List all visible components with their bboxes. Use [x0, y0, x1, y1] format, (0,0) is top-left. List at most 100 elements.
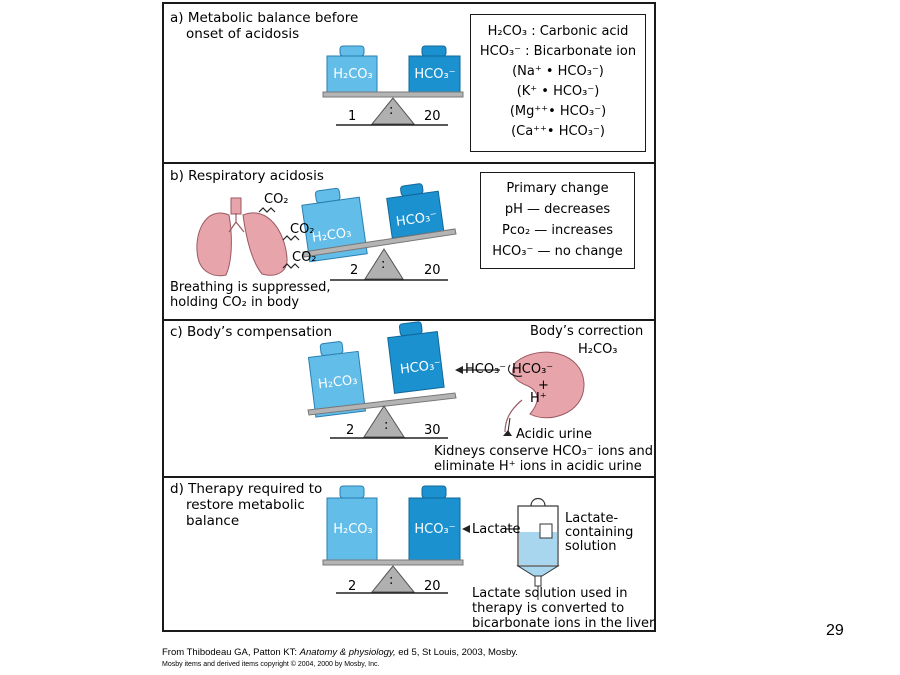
panel-a-right-weight-label: HCO₃⁻: [414, 67, 456, 82]
panel-a-fulcrum: [370, 97, 416, 125]
panel-d-title: d) Therapy required to restore metabolic…: [170, 481, 322, 529]
body-correction-h2co3: H₂CO₃: [578, 342, 618, 357]
iv-bag-label-line3: solution: [565, 539, 617, 554]
panel-b-caption: Breathing is suppressed, holding CO₂ in …: [170, 280, 331, 310]
panel-a-left-number: 1: [348, 109, 357, 124]
panel-d-caption-line3: bicarbonate ions in the liver: [472, 616, 655, 631]
acidic-urine-arrow: [503, 430, 512, 436]
panel-a-scale: [322, 45, 464, 126]
panel-b-title: b) Respiratory acidosis: [170, 168, 324, 184]
panel-d-fulcrum: [370, 565, 416, 593]
co2-squiggle-3: [282, 263, 300, 269]
divider-c-d: [164, 476, 654, 478]
panel-d-arrow-label: Lactate: [472, 522, 521, 537]
panel-d-arrow-head: [462, 525, 470, 533]
panel-c-arrow-label: HCO₃⁻: [465, 362, 507, 377]
panel-c-caption-line1: Kidneys conserve HCO₃⁻ ions and: [434, 444, 653, 459]
panel-d-caption-line1: Lactate solution used in: [472, 586, 628, 601]
co2-label-1: CO₂: [264, 192, 289, 207]
divider-b-c: [164, 319, 654, 321]
co2-squiggle-2: [282, 235, 300, 241]
ph-change: pH — decreases: [504, 202, 611, 217]
pco2-change: Pco₂ — increases: [502, 223, 613, 238]
panel-a-right-number: 20: [424, 109, 441, 124]
panel-b-scale: [196, 183, 457, 281]
panel-c-title: c) Body’s compensation: [170, 324, 333, 340]
hco3-change: HCO₃⁻ — no change: [492, 244, 623, 259]
panel-b-change-box: Primary change pH — decreases Pco₂ — inc…: [480, 172, 635, 269]
iv-bag-illustration: [516, 497, 560, 600]
panel-c-right-number: 30: [424, 423, 441, 438]
panel-a-title-line2: onset of acidosis: [186, 26, 300, 42]
legend-carbonic-acid: H₂CO₃ : Carbonic acid: [487, 24, 629, 39]
legend-potassium-bicarbonate: (K⁺ • HCO₃⁻): [516, 84, 600, 99]
acidic-urine-label: Acidic urine: [516, 427, 593, 442]
kidney-h-label: H⁺: [530, 391, 547, 406]
panel-d-right-weight: [408, 485, 461, 561]
panel-a-legend-box: H₂CO₃ : Carbonic acid HCO₃⁻ : Bicarbonat…: [470, 14, 646, 152]
panel-d-title-line3: balance: [186, 513, 240, 529]
panel-b-left-number: 2: [350, 263, 359, 278]
primary-change-heading: Primary change: [506, 181, 609, 196]
panel-c-left-weight: [307, 341, 366, 418]
panel-c-ratio-colon: :: [384, 418, 389, 433]
panel-b-caption-line2: holding CO₂ in body: [170, 295, 300, 310]
panel-b-beam: [302, 228, 457, 258]
panel-b-caption-line1: Breathing is suppressed,: [170, 280, 331, 295]
panel-d-caption: Lactate solution used in therapy is conv…: [472, 586, 654, 631]
panel-b-right-weight: [386, 183, 445, 239]
panel-d-left-weight-label: H₂CO₃: [333, 522, 373, 537]
panel-a-left-weight: [326, 45, 378, 93]
co2-label-3: CO₂: [292, 250, 317, 265]
citation-book-title: Anatomy & physiology,: [299, 647, 396, 658]
panel-d-title-line2: restore metabolic: [186, 497, 305, 513]
panel-d-title-line1: d) Therapy required to: [170, 481, 323, 497]
kidney-plus-label: +: [538, 378, 549, 393]
legend-calcium-bicarbonate: (Ca⁺⁺• HCO₃⁻): [511, 124, 605, 139]
panel-d-scale: [322, 485, 560, 600]
panel-a-title-line1: a) Metabolic balance before: [170, 10, 359, 26]
panel-a-right-weight: [408, 45, 461, 93]
co2-squiggle-1: [258, 207, 276, 213]
page-number: 29: [826, 622, 844, 639]
panel-a-beam: [322, 91, 464, 98]
citation-suffix: ed 5, St Louis, 2003, Mosby.: [395, 647, 518, 658]
panel-d-ratio-colon: :: [389, 573, 394, 588]
iv-bag-label-line2: containing: [565, 525, 634, 540]
legend-bicarbonate-ion: HCO₃⁻ : Bicarbonate ion: [479, 44, 637, 59]
legend-sodium-bicarbonate: (Na⁺ • HCO₃⁻): [512, 64, 604, 79]
panel-d-beam: [322, 559, 464, 566]
copyright-notice: Mosby items and derived items copyright …: [162, 661, 380, 668]
iv-bag-label: Lactate- containing solution: [565, 512, 633, 554]
panel-b-fulcrum: [364, 248, 404, 280]
legend-magnesium-bicarbonate: (Mg⁺⁺• HCO₃⁻): [509, 104, 607, 119]
panel-c-right-weight: [387, 321, 445, 394]
panel-a-left-weight-label: H₂CO₃: [333, 67, 373, 82]
citation-prefix: From Thibodeau GA, Patton KT:: [162, 647, 300, 658]
panel-d-left-number: 2: [348, 579, 357, 594]
acidic-urine-stem: [507, 417, 511, 433]
panel-c-fulcrum: [363, 405, 405, 438]
body-correction-label: Body’s correction: [530, 324, 644, 339]
panel-c-scale: [307, 321, 585, 439]
co2-label-2: CO₂: [290, 222, 315, 237]
panel-a-ratio-colon: :: [389, 103, 394, 118]
citation: From Thibodeau GA, Patton KT: Anatomy & …: [162, 647, 518, 658]
panel-c-left-number: 2: [346, 423, 355, 438]
lungs-illustration: [196, 197, 288, 277]
divider-a-b: [164, 162, 654, 164]
panel-c-beam: [307, 392, 457, 416]
panel-c-caption-line2: eliminate H⁺ ions in acidic urine: [434, 459, 642, 474]
kidney-illustration: [504, 351, 585, 433]
panel-c-caption: Kidneys conserve HCO₃⁻ ions and eliminat…: [434, 444, 653, 474]
panel-d-caption-line2: therapy is converted to: [472, 601, 625, 616]
kidney-hco3-label: HCO₃⁻: [512, 362, 554, 377]
panel-a-title: a) Metabolic balance before onset of aci…: [170, 10, 358, 42]
panel-b-ratio-colon: :: [381, 257, 386, 272]
panel-d-left-weight: [326, 485, 378, 561]
panel-c-arrow-head: [455, 366, 463, 374]
iv-bag-label-line1: Lactate-: [565, 511, 619, 526]
panel-d-right-number: 20: [424, 579, 441, 594]
